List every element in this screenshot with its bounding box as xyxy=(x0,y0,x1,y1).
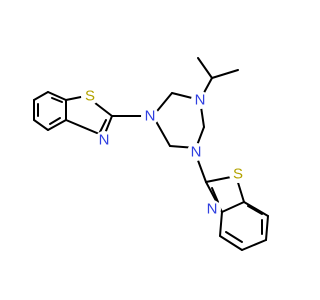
atom-nitrogen-ring-left: N xyxy=(141,107,159,125)
atom-sulfur-lower: S xyxy=(229,165,247,183)
nitrogen-label-lower-thiazole: N xyxy=(207,201,218,218)
bond xyxy=(219,211,223,237)
bond xyxy=(65,119,105,137)
bond xyxy=(211,69,239,79)
atom-sulfur-upper: S xyxy=(81,87,99,105)
atom-nitrogen-upper-thiazole: N xyxy=(95,131,113,149)
atom-nitrogen-ring-top: N xyxy=(191,91,209,109)
bond xyxy=(47,119,67,131)
bond-double-inner xyxy=(49,117,61,125)
nitrogen-label-ring-bottom: N xyxy=(191,144,202,161)
atom-labels: S N N N N S N xyxy=(81,87,247,218)
sulfur-label-upper: S xyxy=(85,88,95,105)
canvas-background xyxy=(0,0,300,300)
atom-nitrogen-lower-thiazole: N xyxy=(203,200,221,218)
bond xyxy=(241,239,267,251)
bond xyxy=(221,201,245,213)
nitrogen-label-upper-thiazole: N xyxy=(99,132,110,149)
bond-double-inner xyxy=(211,187,219,203)
bond xyxy=(243,201,269,217)
sulfur-label-lower: S xyxy=(233,166,243,183)
bond xyxy=(197,57,213,79)
nitrogen-label-ring-top: N xyxy=(195,92,206,109)
bond-double-inner xyxy=(51,97,63,103)
bond-double-inner xyxy=(247,205,263,215)
molecule-structure-diagram: S N N N N S N xyxy=(0,0,300,300)
bonds xyxy=(33,57,269,251)
bond-double-inner xyxy=(99,119,107,133)
bond xyxy=(265,215,269,241)
bond xyxy=(47,91,67,101)
bond-double-inner xyxy=(225,231,243,243)
bond xyxy=(219,235,243,251)
bond xyxy=(33,91,49,101)
atom-nitrogen-ring-bottom: N xyxy=(187,143,205,161)
bond xyxy=(33,119,49,131)
nitrogen-label-ring-left: N xyxy=(145,108,156,125)
